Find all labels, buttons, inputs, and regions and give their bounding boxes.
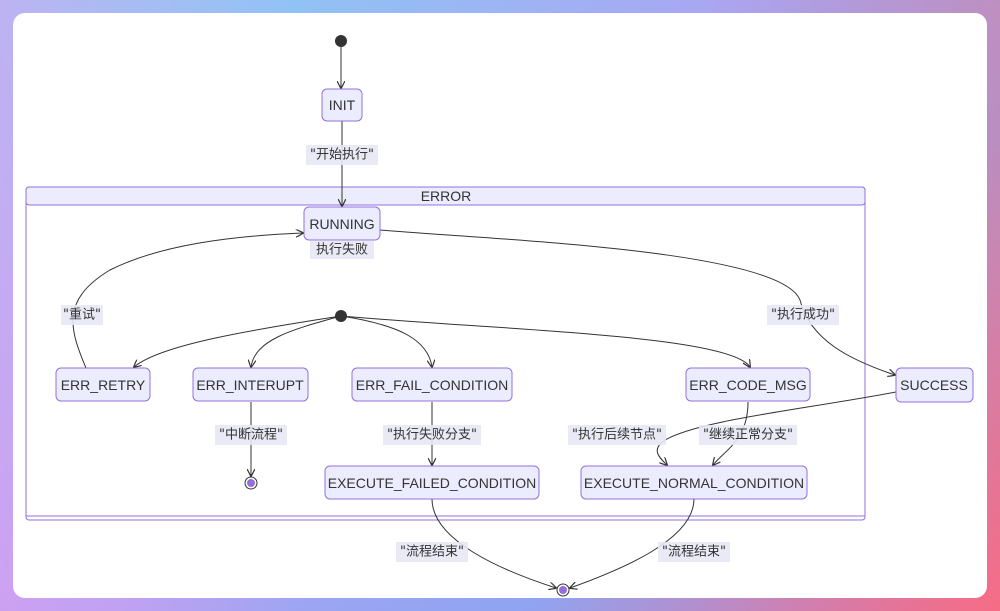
- edge-retry-running: [72, 233, 303, 369]
- svg-text:"继续正常分支": "继续正常分支": [703, 428, 793, 443]
- svg-text:SUCCESS: SUCCESS: [900, 377, 968, 393]
- label-fail-branch: "执行失败分支": [383, 425, 481, 445]
- state-execute-normal-condition[interactable]: EXECUTE_NORMAL_CONDITION: [580, 465, 808, 500]
- edge-start-failcond: [340, 315, 432, 367]
- label-exec-success: "执行成功": [767, 305, 839, 325]
- state-err-code-msg[interactable]: ERR_CODE_MSG: [685, 367, 811, 402]
- label-end-normal: "流程结束": [658, 542, 730, 562]
- label-end-failed: "流程结束": [396, 542, 468, 562]
- start-state-icon: [335, 35, 347, 47]
- svg-text:ERR_INTERUPT: ERR_INTERUPT: [196, 377, 304, 393]
- svg-text:"中断流程": "中断流程": [219, 428, 283, 443]
- edge-start-interupt: [251, 315, 342, 367]
- svg-text:EXECUTE_FAILED_CONDITION: EXECUTE_FAILED_CONDITION: [328, 475, 537, 491]
- label-normal-branch: "继续正常分支": [699, 425, 797, 445]
- state-running[interactable]: RUNNING: [303, 206, 381, 241]
- svg-text:"执行失败分支": "执行失败分支": [387, 428, 477, 443]
- svg-text:ERR_FAIL_CONDITION: ERR_FAIL_CONDITION: [356, 377, 508, 393]
- svg-text:ERR_RETRY: ERR_RETRY: [61, 377, 146, 393]
- state-err-retry[interactable]: ERR_RETRY: [55, 367, 151, 402]
- state-err-fail-condition[interactable]: ERR_FAIL_CONDITION: [351, 367, 513, 402]
- edge-start-codemsg: [340, 315, 750, 367]
- label-exec-failed: 执行失败: [310, 241, 374, 259]
- svg-text:"执行成功": "执行成功": [771, 308, 835, 323]
- edge-running-success: [379, 229, 895, 375]
- state-err-interupt[interactable]: ERR_INTERUPT: [192, 367, 309, 402]
- svg-text:"开始执行": "开始执行": [310, 148, 374, 163]
- composite-title: ERROR: [421, 188, 472, 204]
- svg-text:RUNNING: RUNNING: [309, 216, 374, 232]
- svg-text:EXECUTE_NORMAL_CONDITION: EXECUTE_NORMAL_CONDITION: [584, 475, 804, 491]
- label-next-node: "执行后续节点": [568, 425, 666, 445]
- svg-text:"执行后续节点": "执行后续节点": [572, 428, 662, 443]
- svg-text:"流程结束": "流程结束": [662, 545, 726, 560]
- state-success[interactable]: SUCCESS: [895, 367, 974, 403]
- state-execute-failed-condition[interactable]: EXECUTE_FAILED_CONDITION: [324, 465, 540, 500]
- edge-start-retry: [134, 315, 342, 367]
- inner-start-state-icon: [335, 310, 347, 322]
- label-interrupt: "中断流程": [215, 425, 287, 445]
- svg-text:"流程结束": "流程结束": [400, 545, 464, 560]
- label-retry: "重试": [61, 305, 103, 325]
- svg-text:"重试": "重试": [63, 307, 101, 323]
- inner-end-state-icon: [244, 476, 258, 490]
- edge-failedexec-end: [431, 498, 556, 588]
- svg-text:ERR_CODE_MSG: ERR_CODE_MSG: [689, 377, 806, 393]
- edge-success-normal: [656, 391, 897, 465]
- end-state-icon: [556, 583, 570, 597]
- svg-text:INIT: INIT: [329, 97, 356, 113]
- svg-text:执行失败: 执行失败: [316, 243, 368, 258]
- label-start-exec: "开始执行": [306, 145, 378, 165]
- state-init[interactable]: INIT: [321, 88, 363, 122]
- edge-normalexec-end: [570, 498, 695, 588]
